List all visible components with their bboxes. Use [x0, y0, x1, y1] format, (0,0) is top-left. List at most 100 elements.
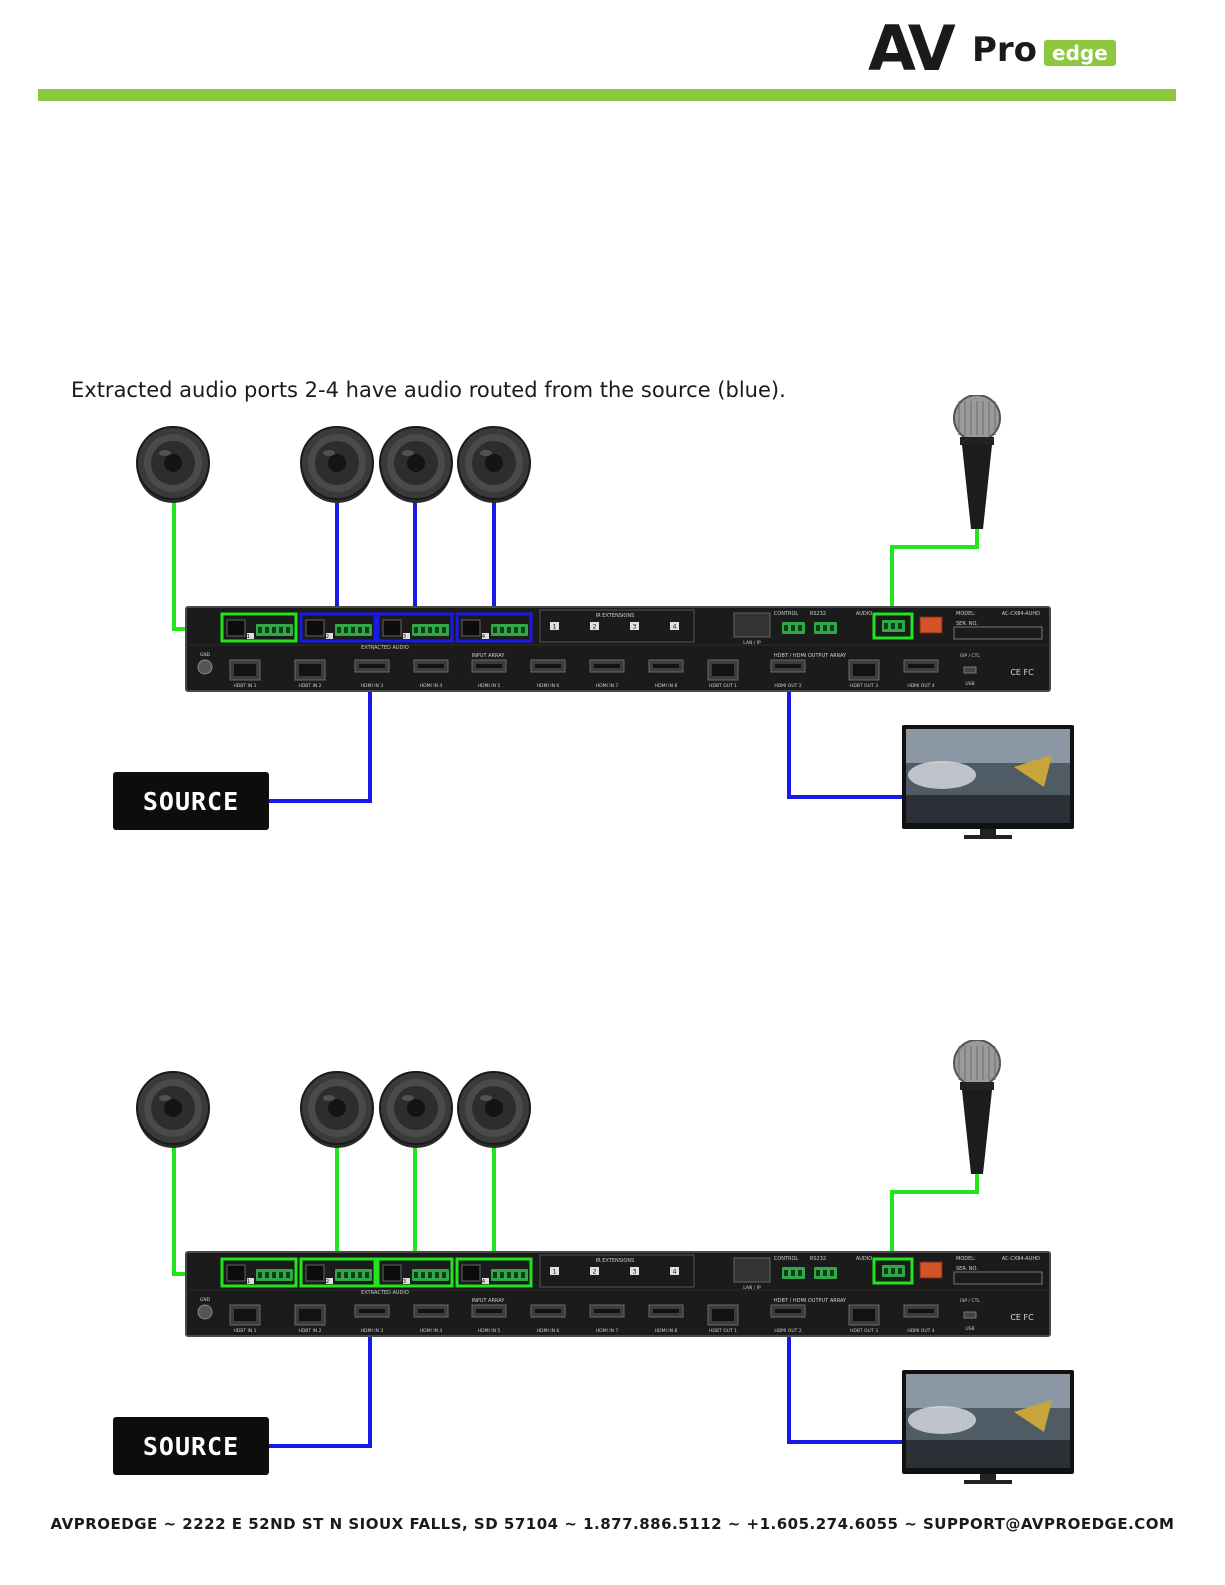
ir-extensions-label: IR EXTENSIONS [596, 613, 635, 619]
audio-terminal-pin [337, 627, 341, 633]
audio-terminal-pin [351, 627, 355, 633]
source-box: SOURCE [113, 772, 269, 830]
port-label: HDMI IN 8 [655, 1328, 678, 1334]
input-array-label: INPUT ARRAY [472, 653, 506, 659]
display-screen-flag [1014, 755, 1052, 787]
audio-terminal-pin [265, 1272, 269, 1278]
audio-terminal-pin [344, 1272, 348, 1278]
hdbt-port-socket [234, 1309, 256, 1321]
port-label: HDMI OUT 2 [774, 683, 802, 689]
certification-icon: CE FC [1010, 668, 1034, 677]
hdmi-port-socket [775, 664, 801, 668]
hdmi-port [530, 1304, 566, 1318]
ir-channel-number: 3 [633, 1269, 637, 1276]
hdmi-port [589, 659, 625, 673]
audio-port-highlight [299, 612, 377, 643]
optical-port [305, 1264, 325, 1282]
control-terminal [782, 1267, 805, 1279]
port-label: HDMI IN 8 [655, 683, 678, 689]
power-connector [919, 616, 943, 634]
audio-terminal-pin [521, 1272, 525, 1278]
hdbt-port [707, 1304, 739, 1326]
audio-terminal-pin [414, 627, 418, 633]
display-screen-smoke [908, 1406, 976, 1434]
usb-port [963, 666, 977, 674]
control-terminal-pin [798, 1270, 802, 1276]
display-screen-crowd [906, 1440, 1070, 1468]
extracted-audio-label: EXTRACTED AUDIO [361, 1290, 409, 1296]
audio-terminal-pin [286, 1272, 290, 1278]
port-number-tag [403, 1278, 410, 1284]
hdbt-port-socket [853, 664, 875, 676]
audio-terminal-pin [258, 1272, 262, 1278]
rs232-terminal-pin [830, 1270, 834, 1276]
port-label: HDMI OUT 4 [907, 683, 935, 689]
optical-port [461, 1264, 481, 1282]
ir-extensions-label: IR EXTENSIONS [596, 1258, 635, 1264]
ground-label: GND [200, 652, 211, 658]
mic-terminal-pin [898, 1268, 902, 1274]
source-box: SOURCE [113, 1417, 269, 1475]
hdmi-port [413, 1304, 449, 1318]
port-label: HDBT IN 1 [233, 683, 256, 689]
speaker-highlight [323, 1095, 335, 1101]
hdbt-port-socket [234, 664, 256, 676]
input-array-label: INPUT ARRAY [472, 1298, 506, 1304]
ir-extensions-frame [539, 609, 695, 643]
mic-terminal-pin [891, 1268, 895, 1274]
hdmi-port-socket [653, 664, 679, 668]
audio-terminal-pin [442, 1272, 446, 1278]
audio-terminal-pin [428, 627, 432, 633]
mic-port-highlight [872, 612, 914, 640]
hdmi-port [770, 1304, 806, 1318]
rs232-label: RS232 [810, 611, 826, 617]
audio-port-highlight [220, 612, 298, 643]
speaker-dustcap [164, 1099, 182, 1117]
audio-terminal-pin [358, 1272, 362, 1278]
audio-terminal [335, 1269, 372, 1281]
port-label: HDMI IN 6 [537, 1328, 560, 1334]
speaker-highlight [480, 1095, 492, 1101]
speaker-dustcap [328, 1099, 346, 1117]
ir-channel-number: 1 [553, 624, 557, 631]
control-terminal-pin [791, 1270, 795, 1276]
port-label: HDBT IN 2 [298, 1328, 321, 1334]
hdmi-port [354, 659, 390, 673]
audio-port-highlight [299, 1257, 377, 1288]
audio-terminal-pin [507, 627, 511, 633]
mic-terminal [882, 1265, 905, 1277]
speaker-icon [300, 1071, 374, 1148]
ir-channel-tag [590, 1267, 599, 1275]
brand-logo: AV Pro edge [868, 10, 1128, 94]
ground-screw [197, 659, 213, 675]
logo-edge: edge [1044, 40, 1116, 66]
model-label: MODEL: [956, 1256, 976, 1262]
port-number-tag [482, 633, 489, 639]
port-label: HDBT OUT 3 [850, 1328, 878, 1334]
output-array-label: HDBT / HDMI OUTPUT ARRAY [774, 653, 847, 659]
rs232-label: RS232 [810, 1256, 826, 1262]
port-label: HDMI IN 6 [537, 683, 560, 689]
audio-terminal-pin [272, 1272, 276, 1278]
port-label: HDBT IN 2 [298, 683, 321, 689]
hdmi-port-socket [535, 664, 561, 668]
audio-port-highlight [455, 1257, 533, 1288]
hdmi-port-socket [476, 664, 502, 668]
mic-collar [960, 437, 994, 445]
mic-terminal-pin [884, 1268, 888, 1274]
audio-terminal-pin [258, 627, 262, 633]
model-label: MODEL: [956, 611, 976, 617]
port-number: 3 [403, 1279, 406, 1285]
audio-port-highlight [376, 612, 454, 643]
output-array-label: HDBT / HDMI OUTPUT ARRAY [774, 1298, 847, 1304]
mic-terminal-pin [891, 623, 895, 629]
port-label: HDMI IN 4 [420, 1328, 443, 1334]
hdbt-port-socket [712, 664, 734, 676]
display-wire [787, 1328, 906, 1444]
audio-terminal-pin [365, 1272, 369, 1278]
hdmi-port [648, 659, 684, 673]
